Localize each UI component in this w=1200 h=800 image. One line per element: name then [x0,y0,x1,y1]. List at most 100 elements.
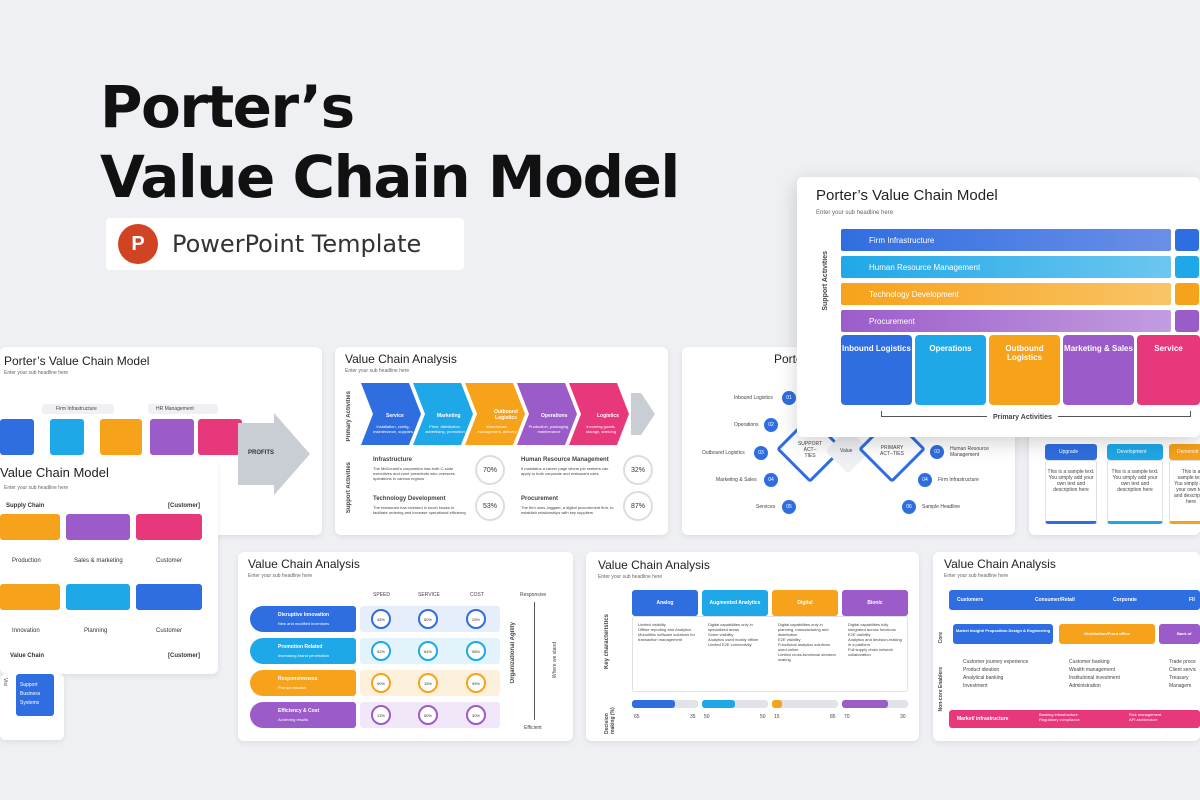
pct-fill-4 [842,700,888,708]
slide-title: Value Chain Analysis [248,557,360,571]
slide-value-chain-analysis-2[interactable]: Value Chain Analysis Enter your sub head… [238,552,573,741]
col-2-text: This is a sample text. You simply add yo… [1111,469,1159,493]
row-2-desc: Increasing brand penetration [278,653,329,658]
b3-3: Functional analytics solutions used onli… [778,642,831,652]
tile-pink [198,419,242,455]
supply-chain-label: Supply Chain [6,503,45,509]
left-label-1: Inbound Logistics [734,395,773,401]
primary-chevrons [361,383,655,445]
r3-speed: 90% [371,673,391,693]
slide-support-systems[interactable]: Visi Support Business Systems [0,674,64,740]
row-4-title: Efficiency & Cost [278,708,320,714]
row-2-title: Promotion Related [278,644,323,650]
bar-technology-development: Technology Development [841,283,1171,305]
left-label-3: Outbound Logistics [702,450,745,456]
head-label-2: Distribution/Front office [1084,631,1130,636]
step-title-3: Outbound Logistics [494,409,518,421]
l3-4: Managem [1169,683,1192,689]
slide-subtitle: Enter your sub headline here [248,573,313,579]
top-label-3: Customer [156,558,183,564]
b2-3: Analytics used mostly offline [708,637,759,642]
slide-value-chain-model[interactable]: Value Chain Model Enter your sub headlin… [0,458,218,674]
slide-value-chain-analysis-1[interactable]: Value Chain Analysis Enter your sub head… [335,347,668,535]
col-label-3: Digital [797,600,813,606]
r3-service: 15% [418,673,438,693]
col-3-text: This is a sample text. You simply add yo… [1174,469,1200,505]
slide-subtitle: Enter your sub headline here [345,368,410,374]
primary-outbound: Outbound Logistics [989,335,1060,405]
support-line-2: Business [20,691,41,697]
bar-icon-3 [1175,283,1199,305]
primary-diamond-label: PRIMARY ACT–TIES [870,445,914,457]
slide-value-chain-analysis-3[interactable]: Value Chain Analysis Enter your sub head… [586,552,919,741]
agility-label: Organizational Agility [510,622,516,684]
pct-fill-2 [702,700,735,708]
slide-value-chain-analysis-4[interactable]: Value Chain Analysis Enter your sub head… [933,552,1200,741]
m2-2: API architecture [1129,717,1158,722]
step-title-2: Marketing [437,413,461,419]
r3-cost: 95% [466,673,486,693]
primary-label-2: Operations [929,344,972,353]
slide-subtitle: Enter your sub headline here [598,574,663,580]
col-cost: COST [470,592,484,598]
col-1-label: Upgrade [1059,449,1079,455]
primary-line-2: ACT–TIES [880,451,904,457]
tile-orange [100,419,142,455]
row-4-desc: Achieving results [278,717,309,722]
primary-marketing: Marketing & Sales [1063,335,1134,405]
row-3-desc: Prompt reaction [278,685,307,690]
right-label-1: Human Resource Management [950,446,989,458]
core-label: Core [938,632,944,644]
support-line-3: TIES [804,453,816,459]
r2-speed: 92% [371,641,391,661]
b2-1: Digital capabilities only in specialized… [708,622,753,632]
slide-subtitle: Enter your sub headline here [816,210,894,216]
step-title-1: Service [386,413,404,419]
firm-label: Firm Infrastructure [56,406,97,412]
l1-4: Investment [963,683,988,689]
col-3-label: Demonstr [1177,449,1199,455]
slide-subtitle: Enter your sub headline here [4,485,69,491]
step-desc-2: Price, distribution, advertising, promot… [425,424,465,434]
right-label-2: Firm Infrastructure [938,477,979,483]
item-title-3: Technology Development [373,496,446,502]
r1-service: 80% [418,609,438,629]
left-num-4: 04 [764,473,778,487]
top-consumer: Consumer/Retail [1035,597,1075,603]
slide-featured-porter-model[interactable]: Porter’s Value Chain Model Enter your su… [797,177,1200,437]
r4-cost: 30% [466,705,486,725]
step-desc-5: Incoming goods, storage, shelving [585,424,617,434]
row-1-title: Disruptive Innovation [278,612,330,618]
support-line-1: Support [20,682,38,688]
col-digital [772,590,838,616]
b3: Digital capabilities only in planning, m… [778,622,836,662]
chevron-outbound [465,383,525,445]
r4-speed: 13% [371,705,391,725]
item-desc-4: The firm uses Jaggaer, a digital procure… [521,505,614,515]
primary-activities-label: Primary Activities [346,391,352,442]
powerpoint-icon: P [118,224,158,264]
step-desc-1: Installation, config, maintenance, suppl… [373,424,413,434]
responsive-label: Responsive [520,592,547,598]
sales-head [66,514,130,540]
col-label-1: Analog [656,600,674,606]
bottom-label-2: Planning [84,628,108,634]
pct-3b: 85 [830,714,836,720]
top-label-2: Sales & marketing [74,558,123,564]
agility-axis [534,602,535,720]
item-value-4: 87% [623,491,653,521]
primary-label-1: Inbound Logistics [842,344,911,353]
b1-2: Offline reporting and Analytics [638,627,692,632]
pct-track-2 [702,700,768,708]
profits-label: PROFITS [248,450,275,456]
item-title-4: Procurement [521,496,559,502]
l1-3: Analytical banking [963,675,1004,681]
b3-4: Limited cross-functional decision making [778,652,836,662]
primary-inbound: Inbound Logistics [841,335,912,405]
left-num-3: 03 [754,446,768,460]
pct-track-3 [772,700,838,708]
pct-2a: 50 [704,714,710,720]
